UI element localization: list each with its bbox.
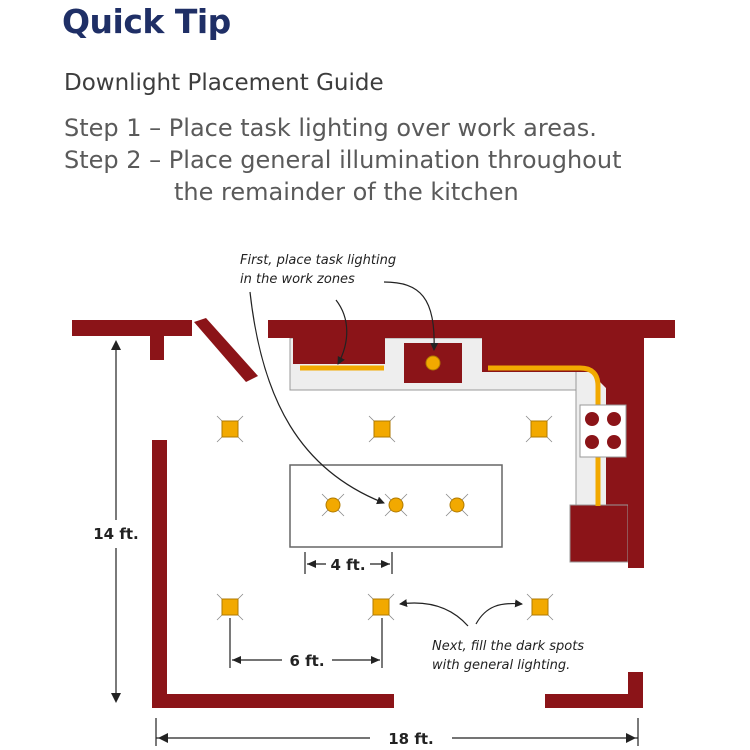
dimension-arrowhead [111, 693, 121, 703]
stove-burner [607, 435, 621, 449]
annotation-general-line2: with general lighting. [432, 658, 570, 673]
annotation-arrow [249, 291, 385, 505]
annotation-arrow [335, 299, 348, 365]
annotation-arrow [475, 599, 523, 625]
general-light [367, 593, 395, 621]
annotation-arrow [399, 599, 469, 627]
dimension-arrowhead [111, 340, 121, 350]
dimension-label-height: 14 ft. [93, 525, 139, 543]
island-task-light [321, 493, 345, 517]
general-light [216, 593, 244, 621]
general-light [526, 593, 554, 621]
step-1-text: Step 1 – Place task lighting over work a… [64, 114, 597, 142]
wall-top-right [268, 320, 675, 338]
annotation-general-line1: Next, fill the dark spots [432, 639, 584, 654]
stove-burner [607, 412, 621, 426]
wall-top-left-post [150, 336, 164, 360]
guide-subtitle: Downlight Placement Guide [64, 70, 384, 96]
general-light [525, 415, 553, 443]
door-swing-wall [194, 318, 258, 382]
general-light [216, 415, 244, 443]
island-task-light [384, 493, 408, 517]
dimension-arrowhead [158, 733, 168, 743]
dimension-label-width: 18 ft. [388, 730, 434, 748]
dimension-arrowhead [307, 560, 316, 568]
general-light [368, 415, 396, 443]
step-2-text-continued: the remainder of the kitchen [174, 178, 519, 206]
step-2-text: Step 2 – Place general illumination thro… [64, 146, 622, 174]
wall-left [152, 440, 167, 708]
stove [579, 404, 627, 458]
dimension-arrowhead [232, 656, 241, 664]
annotation-arrow [383, 281, 439, 351]
stove-burner [585, 435, 599, 449]
wall-bottom-right [545, 694, 643, 708]
page-title: Quick Tip [62, 2, 231, 41]
dimension-arrowhead [626, 733, 636, 743]
annotation-task-line1: First, place task lighting [240, 253, 396, 268]
wall-bottom-right-post [628, 672, 643, 708]
upper-cabinet [293, 338, 385, 364]
wall-right [628, 336, 644, 568]
stove-burner [585, 412, 599, 426]
under-cabinet-light-right [488, 365, 601, 506]
range-task-light [425, 355, 441, 371]
dimension-label-spacing: 6 ft. [289, 652, 324, 670]
wall-top-left [72, 320, 192, 336]
dimension-arrowhead [371, 656, 380, 664]
wall-bottom-left [152, 694, 394, 708]
dimension-label-island: 4 ft. [330, 556, 365, 574]
dimension-arrowhead [381, 560, 390, 568]
island-task-light [445, 493, 469, 517]
annotation-task-line2: in the work zones [240, 272, 355, 287]
refrigerator [569, 504, 629, 563]
